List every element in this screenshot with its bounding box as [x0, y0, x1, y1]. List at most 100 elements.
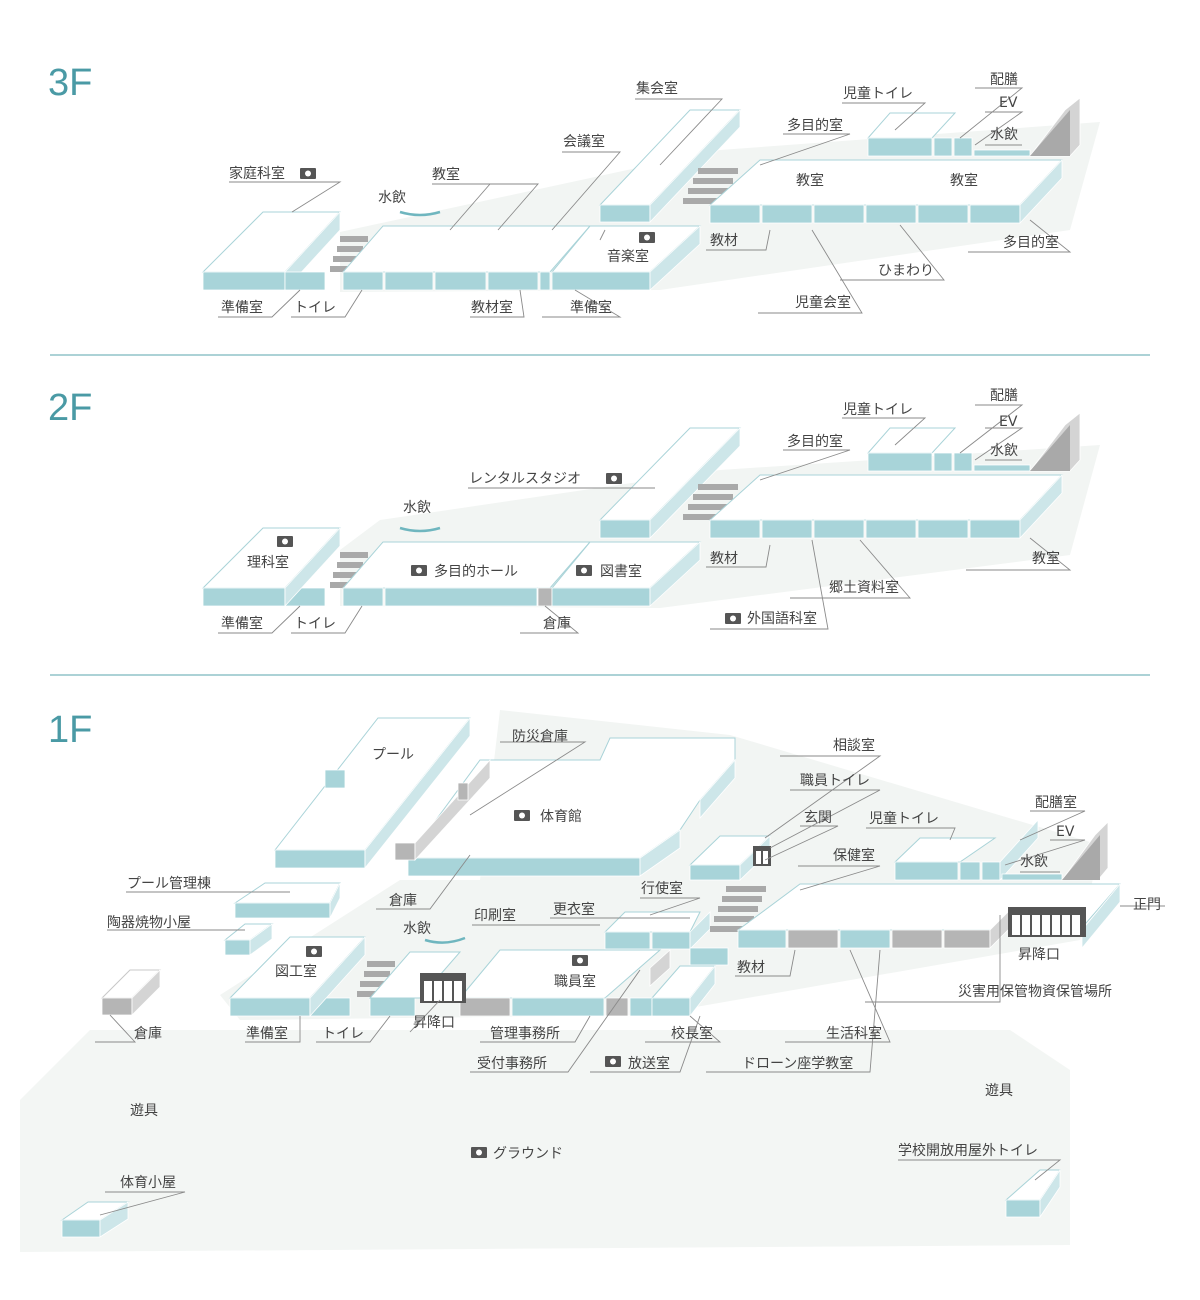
- room-wall: [973, 464, 1031, 472]
- room-wall: [689, 947, 729, 966]
- label-rika: 理科室: [247, 554, 289, 571]
- stairs-icon: [683, 484, 738, 520]
- label-kouishitsu: 行使室: [641, 880, 683, 897]
- label-touki: 陶器焼物小屋: [107, 915, 191, 931]
- room-wall: [329, 882, 341, 919]
- room-wall: [599, 519, 651, 539]
- room-wall: [651, 997, 691, 1017]
- elevator-icon: [420, 973, 466, 1003]
- label-kyoudo: 郷土資料室: [829, 579, 899, 596]
- room-wall: [407, 857, 641, 877]
- label-kyouzai: 教材: [710, 551, 738, 567]
- label-kyoushitsu: 教室: [950, 172, 978, 189]
- room-wall: [202, 587, 286, 607]
- camera-icon: [300, 168, 316, 179]
- room-wall: [459, 997, 511, 1017]
- room-wall: [867, 137, 933, 157]
- label-taiiku-koya: 体育小屋: [120, 1175, 176, 1191]
- label-kyoushitsu: 教室: [432, 166, 460, 183]
- label-housou: 放送室: [628, 1055, 670, 1072]
- room-wall: [539, 271, 551, 291]
- arrow-icon: [399, 526, 441, 533]
- arrow-icon: [399, 210, 441, 217]
- room-block: [368, 951, 462, 999]
- room-wall: [761, 204, 813, 224]
- room-wall: [787, 929, 839, 949]
- room-wall: [917, 204, 969, 224]
- label-gaikokugo: 外国語科室: [747, 610, 817, 627]
- camera-icon: [514, 810, 530, 821]
- label-kyouzai: 教材: [710, 233, 738, 249]
- room-wall: [813, 204, 865, 224]
- label-kyouzaishitsu: 教材室: [471, 299, 513, 316]
- room-wall: [709, 519, 761, 539]
- label-shokuin: 職員室: [554, 973, 596, 990]
- label-jidou-kaishitsu: 児童会室: [795, 294, 851, 311]
- elevator-icon: [753, 846, 771, 866]
- room-wall: [202, 271, 286, 291]
- label-suiin: 水飲: [378, 190, 406, 206]
- label-toire: トイレ: [294, 300, 336, 316]
- label-junbi: 準備室: [221, 615, 263, 632]
- label-suiin: 水飲: [403, 500, 431, 516]
- label-shoukou: 昇降口: [1018, 947, 1060, 963]
- room-wall: [224, 939, 251, 956]
- camera-icon: [411, 565, 427, 576]
- room-wall: [933, 452, 953, 472]
- room-wall: [973, 149, 1031, 157]
- label-kyouzai: 教材: [737, 960, 765, 976]
- camera-icon: [725, 613, 741, 624]
- label-seikatsu: 生活科室: [826, 1025, 882, 1042]
- elevator-icon: [1008, 907, 1086, 937]
- label-jidou-toire: 児童トイレ: [869, 810, 939, 827]
- room-wall: [651, 931, 691, 950]
- label-genkan: 玄関: [804, 809, 832, 826]
- room-wall: [309, 935, 366, 1018]
- room-wall: [865, 519, 917, 539]
- label-outdoor-toilet: 学校開放用屋外トイレ: [898, 1142, 1038, 1159]
- label-pool: プール: [372, 747, 414, 763]
- room-wall: [953, 137, 973, 157]
- label-rental: レンタルスタジオ: [469, 471, 581, 487]
- room-wall: [737, 929, 787, 949]
- floor-1f-grounds: [20, 710, 1122, 1252]
- label-kouchou: 校長室: [671, 1025, 713, 1042]
- room-wall: [551, 271, 651, 291]
- room-wall: [699, 758, 736, 820]
- label-tamokuteki: 多目的室: [1003, 234, 1059, 251]
- stairs-icon: [357, 961, 395, 997]
- camera-icon: [606, 473, 622, 484]
- label-junbi: 準備室: [570, 299, 612, 316]
- label-suiin: 水飲: [990, 443, 1018, 459]
- label-hoken: 保健室: [833, 847, 875, 864]
- label-uketsuke: 受付事務所: [477, 1056, 547, 1072]
- room-wall: [284, 271, 326, 291]
- label-kanri: 管理事務所: [490, 1026, 560, 1042]
- label-suiin: 水飲: [990, 127, 1018, 143]
- room-block: [708, 159, 1064, 206]
- room-wall: [1005, 1199, 1041, 1218]
- camera-icon: [639, 232, 655, 243]
- label-kyoushitsu: 教室: [796, 172, 824, 189]
- room-wall: [1039, 1168, 1061, 1219]
- camera-icon: [277, 536, 293, 547]
- room-wall: [369, 997, 416, 1017]
- label-haizen: 配膳: [990, 388, 1018, 404]
- label-soudan: 相談室: [833, 737, 875, 754]
- label-katei: 家庭科室: [229, 165, 285, 182]
- room-wall: [689, 964, 716, 1018]
- room-wall: [394, 842, 416, 861]
- label-shuukaishitsu: 集会室: [636, 80, 678, 97]
- camera-icon: [572, 955, 588, 966]
- label-seimon: 正門: [1133, 897, 1161, 913]
- camera-icon: [605, 1056, 621, 1067]
- label-suiin: 水飲: [1020, 854, 1048, 870]
- room-wall: [839, 929, 891, 949]
- label-haizen: 配膳: [990, 72, 1018, 88]
- label-pool-kanri: プール管理棟: [127, 876, 211, 892]
- room-wall: [537, 587, 553, 607]
- stairs-icon: [330, 236, 368, 272]
- room-wall: [551, 587, 651, 607]
- stairs-icon: [1061, 821, 1109, 881]
- room-wall: [342, 587, 384, 607]
